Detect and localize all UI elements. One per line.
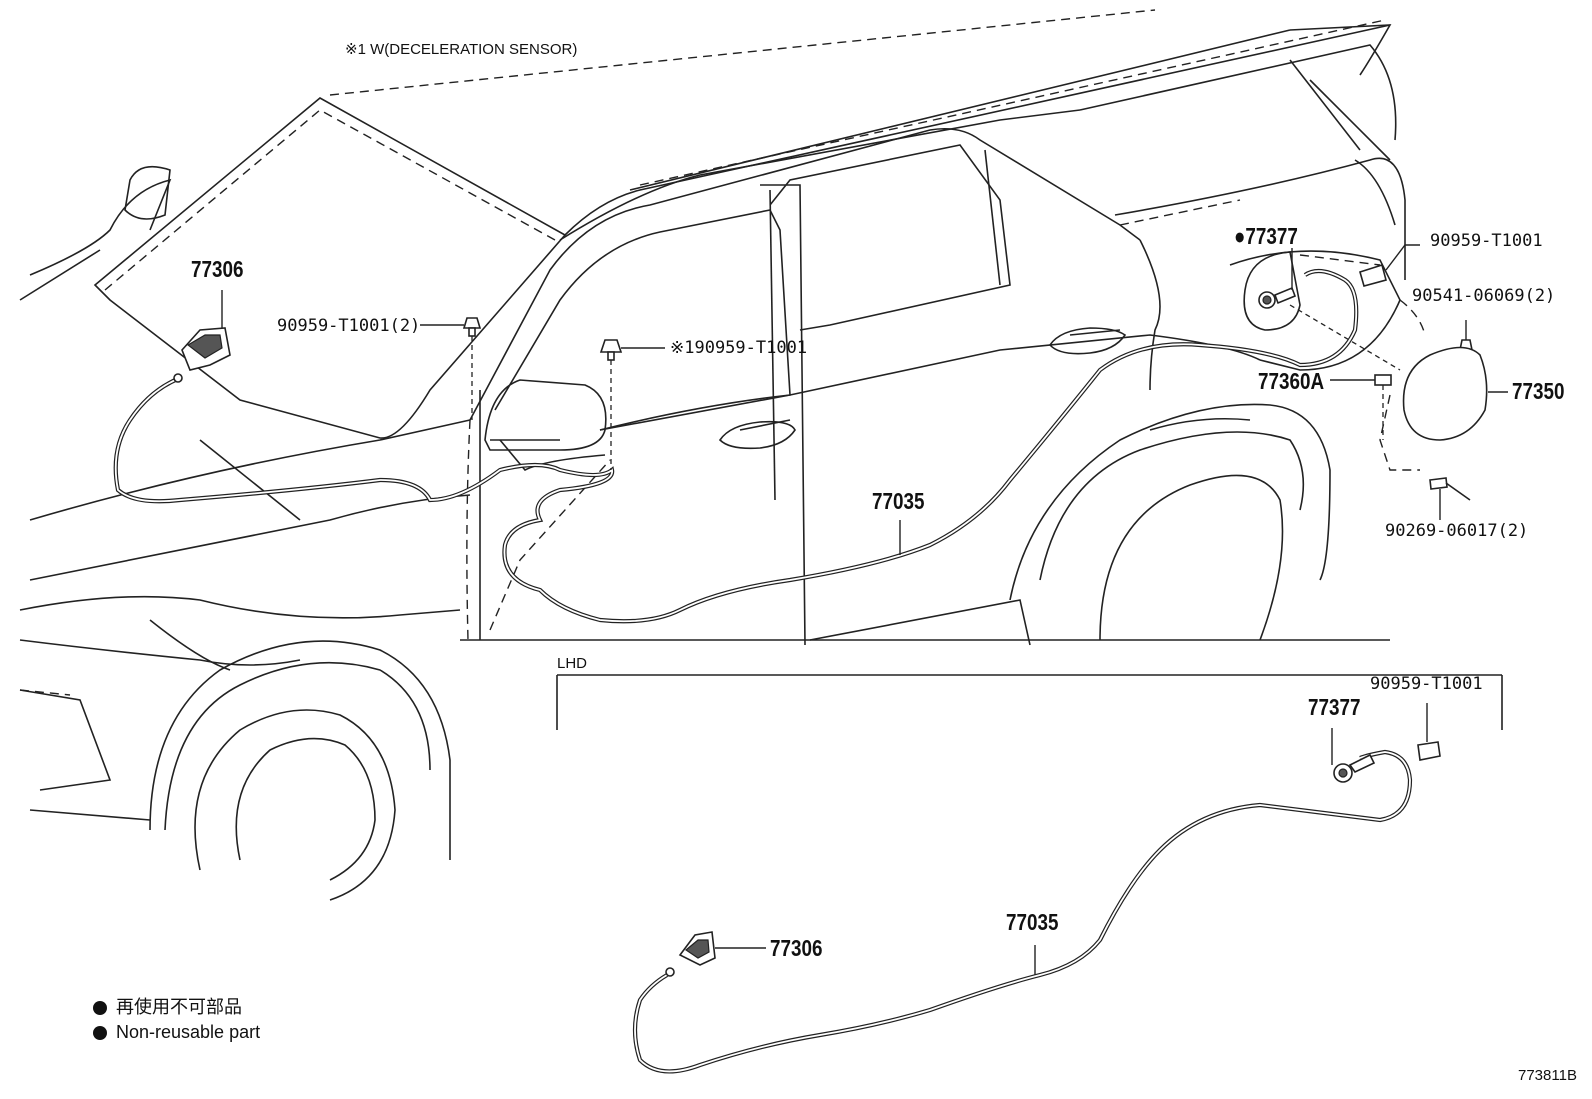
fuel-lid-77350 xyxy=(1402,346,1488,441)
clip-90959-rear xyxy=(1359,263,1387,287)
opener-77377-upper xyxy=(1258,286,1297,309)
legend-item-2: Non-reusable part xyxy=(116,1022,261,1042)
lhd-label: LHD xyxy=(557,655,588,672)
header-note: ※1 W(DECELERATION SENSOR) xyxy=(345,41,578,58)
label-90541: 90541-06069(2) xyxy=(1412,286,1556,306)
release-cable-lhd xyxy=(632,749,1413,1074)
label-77377-top: ●77377 xyxy=(1234,223,1298,249)
leader-lines-upper xyxy=(221,244,1508,555)
label-90959-left: 90959-T1001(2) xyxy=(277,316,421,336)
release-cable-upper xyxy=(113,268,1359,624)
legend-item-1: 再使用不可部品 xyxy=(116,997,242,1017)
label-77306-lhd: 77306 xyxy=(770,935,823,961)
lever-77306-upper xyxy=(173,327,231,383)
label-77377-lhd: 77377 xyxy=(1308,694,1361,720)
lever-77306-lhd xyxy=(665,931,716,977)
label-77306-top: 77306 xyxy=(191,256,244,282)
label-77035-top: 77035 xyxy=(872,488,925,514)
clip-90959-left xyxy=(462,317,482,337)
label-77035-lhd: 77035 xyxy=(1006,909,1059,935)
hinge-77360a xyxy=(1374,374,1392,386)
diagram-id: 773811B xyxy=(1518,1067,1577,1084)
clip-190959 xyxy=(599,339,623,361)
label-90269: 90269-06017(2) xyxy=(1385,521,1529,541)
label-90959-lhd: 90959-T1001 xyxy=(1370,674,1483,694)
screw-90269 xyxy=(1429,477,1471,501)
label-190959: ※190959-T1001 xyxy=(670,338,808,358)
label-90959-rear: 90959-T1001 xyxy=(1430,231,1543,251)
clip-90959-lhd xyxy=(1417,741,1441,761)
vehicle-body-lines xyxy=(19,9,1426,901)
legend-bullet-1 xyxy=(93,1001,107,1015)
legend-bullet-2 xyxy=(93,1026,107,1040)
label-77350: 77350 xyxy=(1512,378,1565,404)
leader-lines-lhd xyxy=(715,703,1428,975)
lhd-bracket xyxy=(556,674,1503,730)
label-77360a: 77360A xyxy=(1258,368,1325,394)
opener-77377-lhd xyxy=(1333,753,1376,783)
